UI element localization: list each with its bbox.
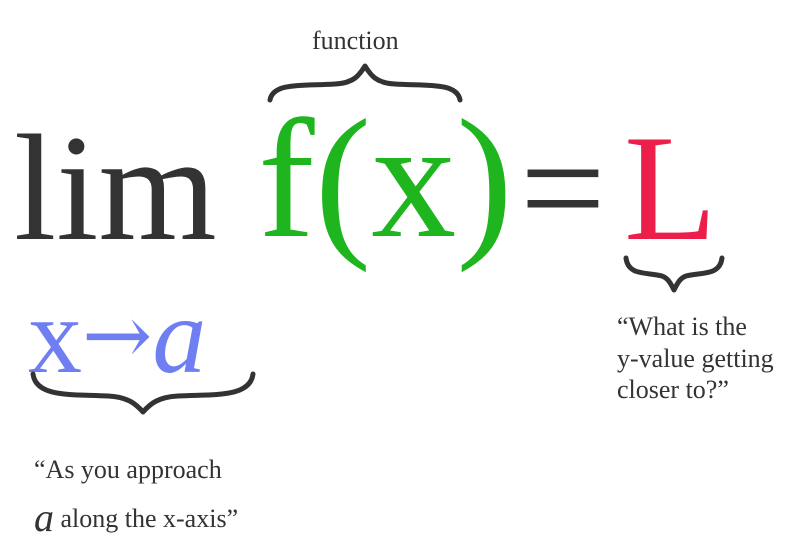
function-brace [267, 63, 463, 103]
limit-value-brace [623, 255, 725, 293]
subscript-variable: x [28, 277, 82, 396]
subscript-target: a [152, 277, 207, 396]
approach-note: “As you approach a along the x-axis” [34, 451, 238, 547]
yvalue-note: “What is the y-value getting closer to?” [617, 311, 774, 406]
approach-note-line-2: a along the x-axis” [34, 489, 238, 547]
yvalue-note-line-2: y-value getting [617, 343, 774, 373]
limit-value: L [624, 104, 717, 272]
subscript-brace [30, 371, 256, 415]
yvalue-note-line-3: closer to?” [617, 375, 729, 405]
equals-sign: = [520, 104, 606, 272]
approach-note-line-1: “As you approach [34, 455, 222, 484]
yvalue-note-line-1: “What is the [617, 312, 747, 341]
approach-note-variable: a [34, 494, 54, 540]
limit-subscript: x→a [28, 283, 206, 391]
approach-arrow-icon: → [82, 286, 153, 384]
function-label: function [312, 26, 399, 55]
lim-operator: lim [14, 104, 217, 272]
approach-note-rest: along the x-axis” [60, 503, 239, 533]
function-expression: f(x) [258, 85, 513, 273]
